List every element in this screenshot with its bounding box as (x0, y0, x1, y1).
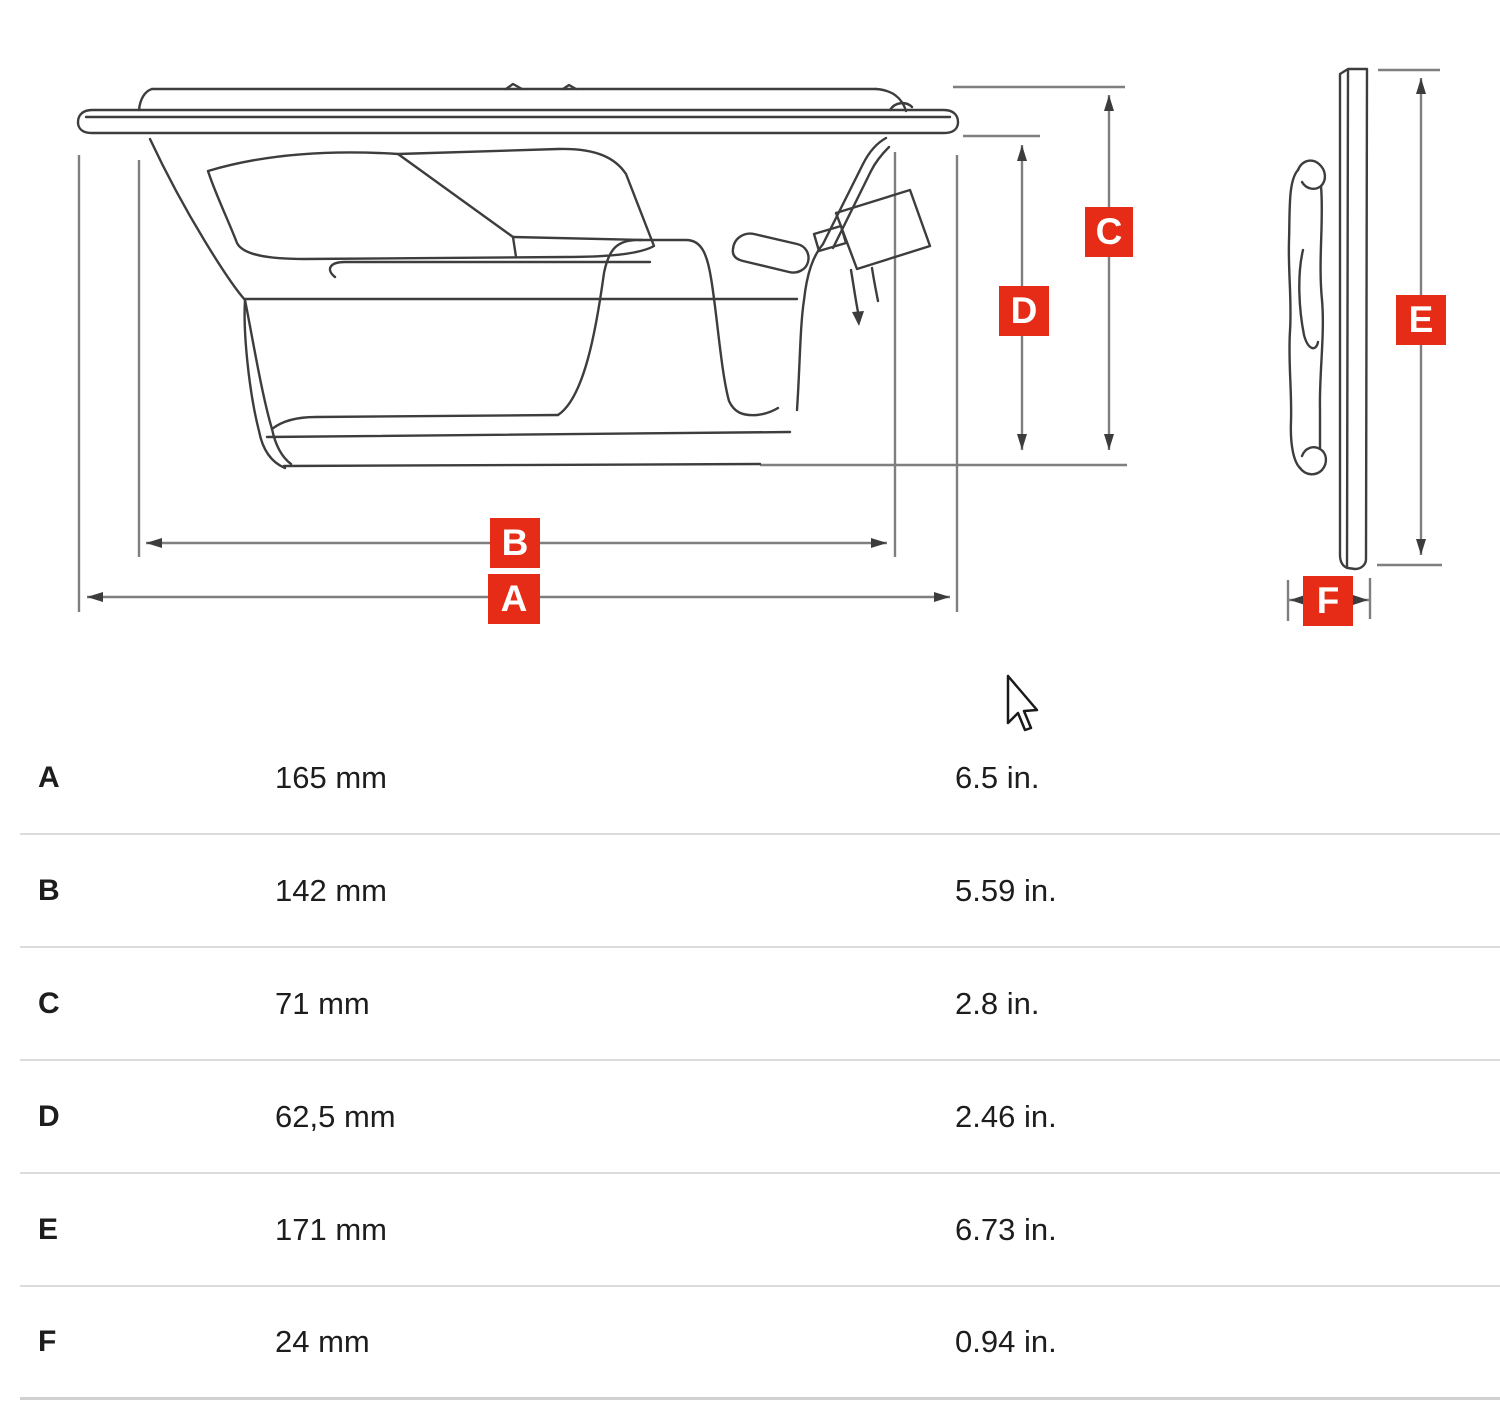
dim-label-e: E (1396, 295, 1446, 345)
table-row-e: E 171 mm 6.73 in. (20, 1174, 1500, 1287)
dimension-letter: F (38, 1325, 57, 1358)
arrow-pointer-icon (1006, 674, 1039, 732)
dim-label-d-text: D (1011, 290, 1038, 331)
dimension-letter: C (38, 986, 60, 1020)
dimension-inch-value: 2.8 in. (955, 985, 1040, 1021)
dim-label-f: F (1303, 576, 1353, 626)
dimension-mm-value: 62,5 mm (275, 1098, 396, 1134)
dim-label-c: C (1085, 207, 1133, 257)
dimension-inch-value: 6.73 in. (955, 1211, 1057, 1247)
dim-label-b-text: B (502, 522, 529, 563)
table-row-c: C 71 mm 2.8 in. (20, 948, 1500, 1061)
dim-label-c-text: C (1096, 211, 1123, 252)
dimension-mm-value: 24 mm (275, 1324, 370, 1359)
dim-label-e-text: E (1409, 299, 1434, 340)
dimension-mm-value: 71 mm (275, 985, 370, 1021)
speaker-dimensions-diagram: C D B A E F (76, 67, 1446, 732)
table-row-d: D 62,5 mm 2.46 in. (20, 1061, 1500, 1174)
dimensions-table: A 165 mm 6.5 in. B 142 mm 5.59 in. C 71 … (0, 722, 1500, 1400)
dimension-inch-value: 2.46 in. (955, 1098, 1057, 1134)
dim-label-a: A (488, 574, 540, 624)
dimension-mm-value: 142 mm (275, 872, 387, 908)
table-row-a: A 165 mm 6.5 in. (20, 722, 1500, 835)
dimension-mm-value: 171 mm (275, 1211, 387, 1247)
dim-label-f-text: F (1317, 580, 1340, 621)
dimension-mm-value: 165 mm (275, 759, 387, 795)
dim-label-d: D (999, 286, 1049, 336)
dimension-letter: B (38, 873, 60, 907)
dim-label-a-text: A (501, 578, 528, 619)
table-row-b: B 142 mm 5.59 in. (20, 835, 1500, 948)
dimension-inch-value: 0.94 in. (955, 1324, 1057, 1359)
speaker-edge-profile-view (1287, 67, 1369, 571)
dimension-inch-value: 6.5 in. (955, 759, 1040, 795)
dimension-letter: E (38, 1212, 59, 1246)
dimension-lines (77, 68, 1442, 621)
dimension-inch-value: 5.59 in. (955, 872, 1057, 908)
dimension-letter: A (38, 760, 60, 794)
terminal-block (812, 188, 932, 326)
speaker-side-view (76, 82, 960, 470)
dimension-letter: D (38, 1099, 60, 1133)
dim-label-b: B (490, 518, 540, 568)
table-row-f: F 24 mm 0.94 in. (20, 1287, 1500, 1400)
